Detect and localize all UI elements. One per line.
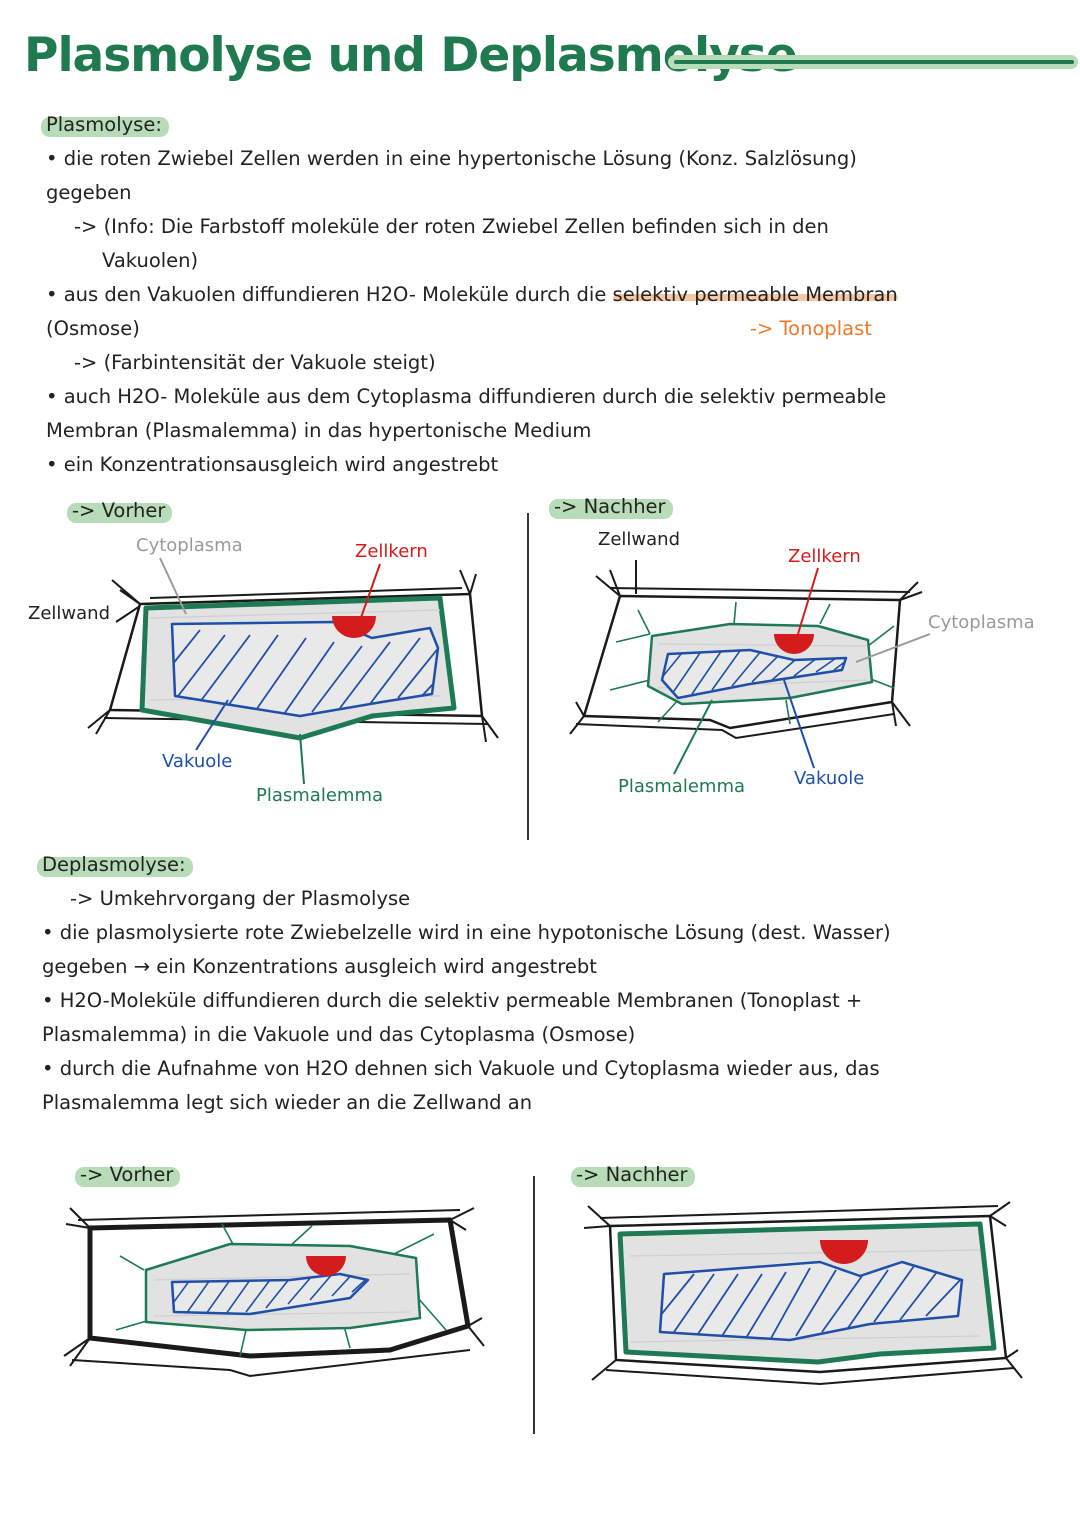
plasmolyse-line-10: • ein Konzentrationsausgleich wird anges… [46,453,499,476]
label-plasmalemma-after: Plasmalemma [618,776,746,797]
deplasmolyse-line-2: • die plasmolysierte rote Zwiebelzelle w… [42,921,891,944]
plasmolyse-after-diagram [569,560,931,775]
plasmolyse-line-2: gegeben [46,181,132,204]
deplasmolyse-line-5: Plasmalemma) in die Vakuole und das Cyto… [42,1023,636,1046]
label-plasmalemma: Plasmalemma [256,785,384,806]
plasmolyse-heading: Plasmolyse: [41,108,169,142]
plasmolyse-line-7: -> (Farbintensität der Vakuole steigt) [74,351,436,374]
plasmolyse-before-heading: -> Vorher [66,494,173,528]
plasmolyse-line-6: (Osmose) [46,317,140,340]
deplasmolyse-line-3: gegeben → ein Konzentrations ausgleich w… [42,955,597,978]
label-vakuole-after: Vakuole [794,768,865,789]
plasmolyse-line-4: Vakuolen) [102,249,199,272]
diagram-divider-2 [533,1176,535,1434]
label-zellwand-after: Zellwand [598,529,680,550]
page-title: Plasmolyse und Deplasmolyse [24,28,798,83]
tonoplast-annotation: -> Tonoplast [750,317,872,340]
label-cytoplasma-after: Cytoplasma [928,612,1035,633]
deplasmolyse-before-diagram [63,1207,485,1378]
deplasmolyse-after-diagram [583,1201,1023,1386]
label-zellkern-after: Zellkern [788,546,861,567]
plasmolyse-line-3: -> (Info: Die Farbstoff moleküle der rot… [74,215,829,238]
plasmolyse-after-heading: -> Nachher [549,490,673,524]
deplasmolyse-after-heading: -> Nachher [571,1158,695,1192]
plasmolyse-line-9: Membran (Plasmalemma) in das hypertonisc… [46,419,592,442]
label-cytoplasma: Cytoplasma [136,535,243,556]
diagram-divider [527,513,529,840]
plasmolyse-line-1: • die roten Zwiebel Zellen werden in ein… [46,147,857,170]
plasmolyse-line-8: • auch H2O- Moleküle aus dem Cytoplasma … [46,385,887,408]
label-zellwand: Zellwand [28,603,110,624]
plasmolyse-before-diagram [87,557,499,785]
deplasmolyse-before-heading: -> Vorher [74,1158,181,1192]
deplasmolyse-line-6: • durch die Aufnahme von H2O dehnen sich… [42,1057,880,1080]
plasmolyse-line-5: • aus den Vakuolen diffundieren H2O- Mol… [46,283,898,306]
selektiv-permeable-highlight: selektiv permeable Membran [612,283,898,306]
deplasmolyse-line-1: -> Umkehrvorgang der Plasmolyse [70,887,411,910]
title-underline [668,55,1078,69]
label-zellkern: Zellkern [355,541,428,562]
label-vakuole: Vakuole [162,751,233,772]
deplasmolyse-heading: Deplasmolyse: [37,848,193,882]
deplasmolyse-line-4: • H2O-Moleküle diffundieren durch die se… [42,989,863,1012]
deplasmolyse-line-7: Plasmalemma legt sich wieder an die Zell… [42,1091,533,1114]
